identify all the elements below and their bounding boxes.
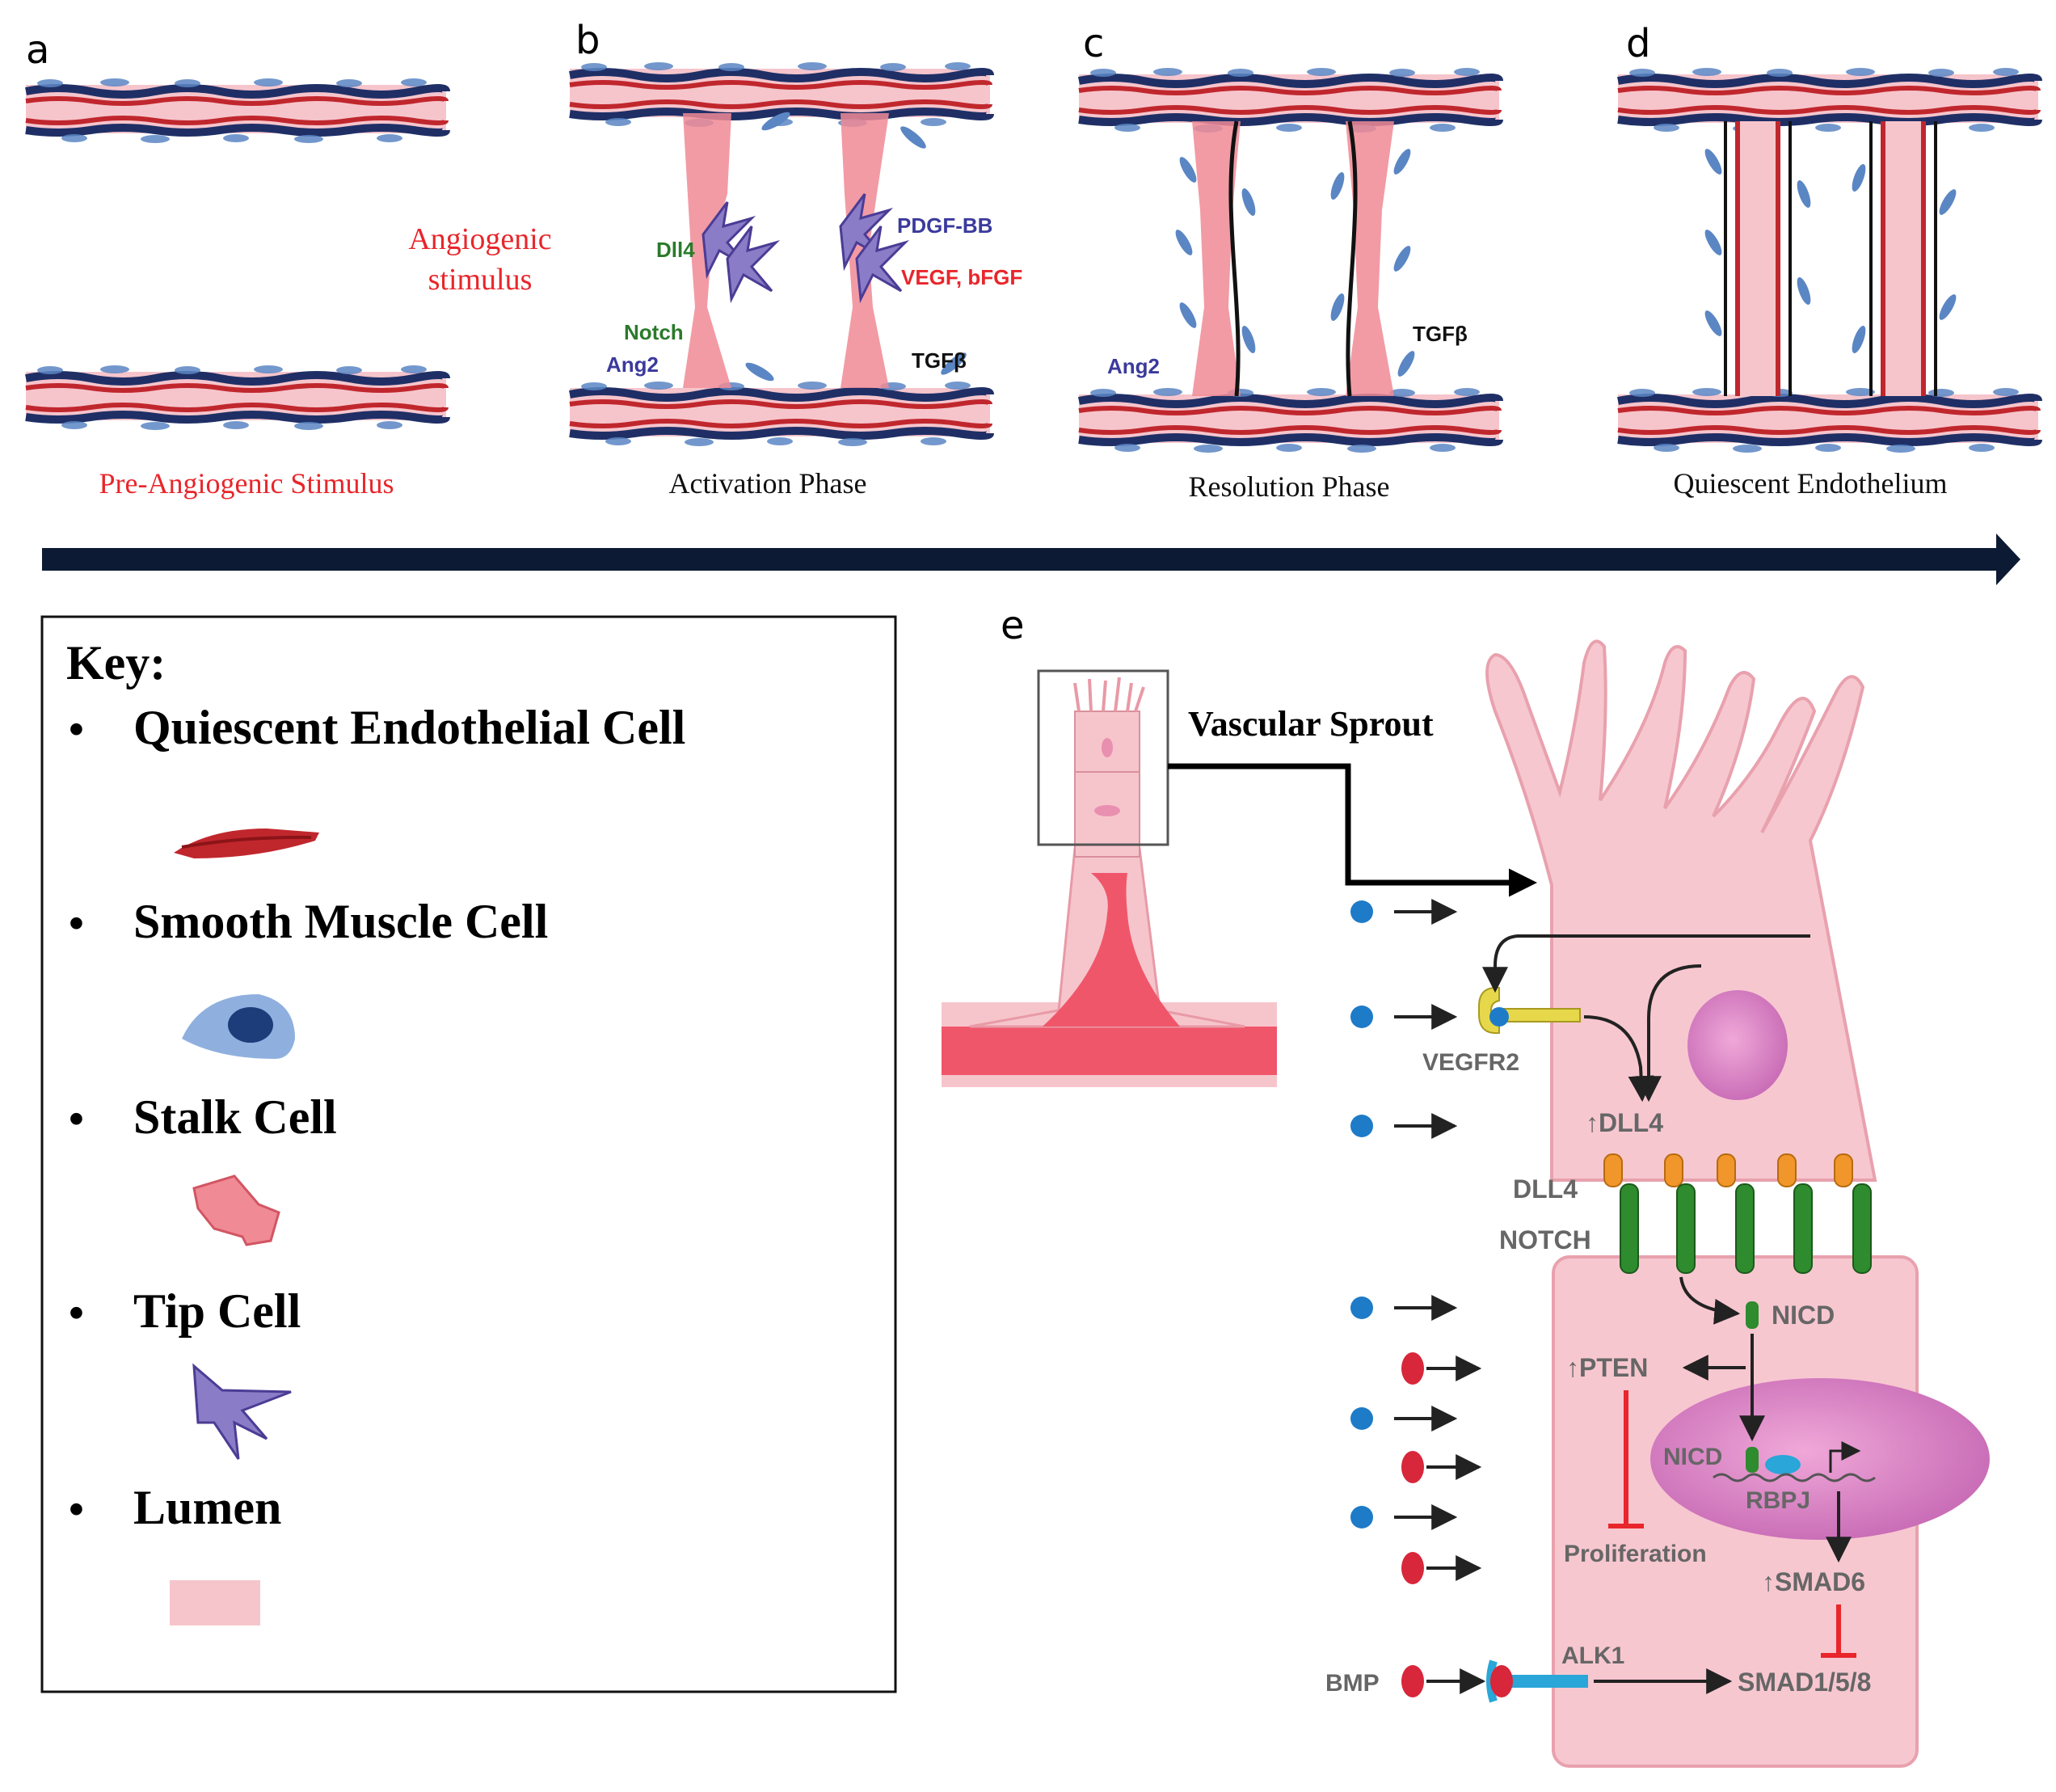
key-bullet-5: • <box>69 1485 84 1533</box>
label-ang2-c: Ang2 <box>1107 354 1160 378</box>
nicd-fragment <box>1746 1301 1759 1329</box>
label-vegf-b: VEGF, bFGF <box>901 265 1022 289</box>
notch-receptors <box>1620 1183 1872 1274</box>
lower-vessel-a <box>26 365 446 430</box>
dll4-ligands <box>1603 1153 1853 1187</box>
label-ang2-b: Ang2 <box>606 352 659 377</box>
rbpj-label: RBPJ <box>1746 1487 1810 1514</box>
panel-e: e Vascular Sprout <box>942 603 1990 1768</box>
upper-vessel-c <box>1079 68 1499 133</box>
label-tgfb-c: TGFβ <box>1413 322 1468 346</box>
panel-c-letter: c <box>1083 21 1104 66</box>
lower-vessel-c <box>1079 388 1499 453</box>
vegf-ligands <box>1350 899 1458 1530</box>
lower-vessel-b <box>570 382 990 446</box>
proliferation-label: Proliferation <box>1564 1541 1707 1567</box>
panel-d: d Quiescent Endothelium <box>1618 21 2038 500</box>
panel-c-caption: Resolution Phase <box>1189 470 1390 503</box>
transcription-arrow <box>1829 1441 1861 1473</box>
key-bullet-3: • <box>69 1094 84 1143</box>
dll4-up-label: ↑DLL4 <box>1586 1108 1663 1137</box>
pten-inhibition <box>1608 1390 1644 1528</box>
tip-cell-b-left-2 <box>726 225 777 301</box>
stalk-cells-c <box>1192 120 1394 397</box>
smad6-label: ↑SMAD6 <box>1762 1567 1865 1596</box>
key-item-tip-cell: Tip Cell <box>133 1284 301 1338</box>
vegfr2-receptor <box>1478 986 1581 1035</box>
nicd-nucleus-label: NICD <box>1663 1444 1722 1470</box>
panel-a-letter: a <box>26 27 49 73</box>
dll4-label: DLL4 <box>1513 1174 1578 1204</box>
key-box: Key: • Quiescent Endothelial Cell • Smoo… <box>40 615 897 1693</box>
vegfr2-label: VEGFR2 <box>1422 1049 1519 1076</box>
notch-to-nicd-arrow <box>1679 1276 1741 1325</box>
feedback-arrow <box>1482 934 1810 993</box>
panel-a-caption: Pre-Angiogenic Stimulus <box>99 467 394 500</box>
stimulus-label-line2: stimulus <box>428 263 533 297</box>
key-bullet-2: • <box>69 899 84 947</box>
lower-vessel-d <box>1618 388 2038 453</box>
stimulus-label-line1: Angiogenic <box>408 222 551 256</box>
tip-cell-nucleus <box>1687 990 1788 1100</box>
timeline-arrow <box>42 533 2020 585</box>
notch-label: NOTCH <box>1499 1225 1591 1254</box>
key-item-smooth-muscle: Smooth Muscle Cell <box>133 895 548 948</box>
pten-label: ↑PTEN <box>1566 1353 1648 1382</box>
panel-b-letter: b <box>575 18 600 63</box>
smad6-inhibition <box>1821 1604 1856 1658</box>
panel-e-letter: e <box>1001 603 1025 648</box>
pericytes-b <box>745 112 967 382</box>
label-tgfb-b: TGFβ <box>912 348 967 373</box>
label-pdgf-b: PDGF-BB <box>897 213 992 238</box>
smooth-muscle-cell-icon <box>182 994 295 1059</box>
nucleus-to-dll4-arrow <box>1636 964 1702 1103</box>
quiescent-endothelial-cell-icon <box>174 829 319 858</box>
panel-d-letter: d <box>1626 21 1650 66</box>
stalk-cell-nucleus <box>1650 1378 1990 1540</box>
tip-cell-icon <box>192 1363 292 1460</box>
vascular-sprout-label: Vascular Sprout <box>1188 704 1434 744</box>
pericytes-c <box>1175 149 1415 377</box>
vessels-d <box>1724 121 1937 396</box>
key-item-lumen: Lumen <box>133 1481 281 1534</box>
rbpj-protein <box>1765 1455 1801 1474</box>
key-bullet-1: • <box>69 705 84 753</box>
alk1-receptor <box>1486 1659 1588 1703</box>
nicd-label: NICD <box>1772 1301 1835 1330</box>
key-item-stalk-cell: Stalk Cell <box>133 1090 337 1144</box>
stalk-cell-icon <box>192 1174 280 1246</box>
panel-a: a Pre-Angiogenic Stimulus <box>26 27 446 500</box>
vegfr2-to-dll4-arrow <box>1583 1015 1654 1103</box>
zoom-arrow <box>1168 763 1537 897</box>
panel-c: c Ang2 TGFβ Resolution Phase <box>1079 21 1499 503</box>
label-dll4-b: Dll4 <box>656 238 695 262</box>
panel-d-caption: Quiescent Endothelium <box>1674 467 1948 500</box>
lumen-icon <box>170 1580 260 1625</box>
vascular-sprout-thumbnail <box>942 669 1277 1087</box>
bmp-label: BMP <box>1325 1670 1380 1697</box>
smad158-label: SMAD1/5/8 <box>1738 1668 1871 1697</box>
key-title: Key: <box>66 636 166 689</box>
key-item-quiescent-endothelial: Quiescent Endothelial Cell <box>133 701 685 754</box>
nicd-nuclear <box>1746 1447 1759 1473</box>
upper-vessel-d <box>1618 68 2038 133</box>
panel-b: b Dll4 Notch Ang2 PDGF-BB VEGF, bFGF TGF… <box>570 18 1022 500</box>
alk1-label: ALK1 <box>1561 1642 1624 1669</box>
label-notch-b: Notch <box>624 320 684 344</box>
key-bullet-4: • <box>69 1288 84 1337</box>
tip-cell-body <box>1485 639 1877 1182</box>
upper-vessel-a <box>26 78 446 143</box>
dna-strand <box>1713 1473 1876 1482</box>
bmp-ligands <box>1401 1352 1486 1697</box>
panel-b-caption: Activation Phase <box>669 467 867 500</box>
pericytes-d <box>1704 149 1957 354</box>
